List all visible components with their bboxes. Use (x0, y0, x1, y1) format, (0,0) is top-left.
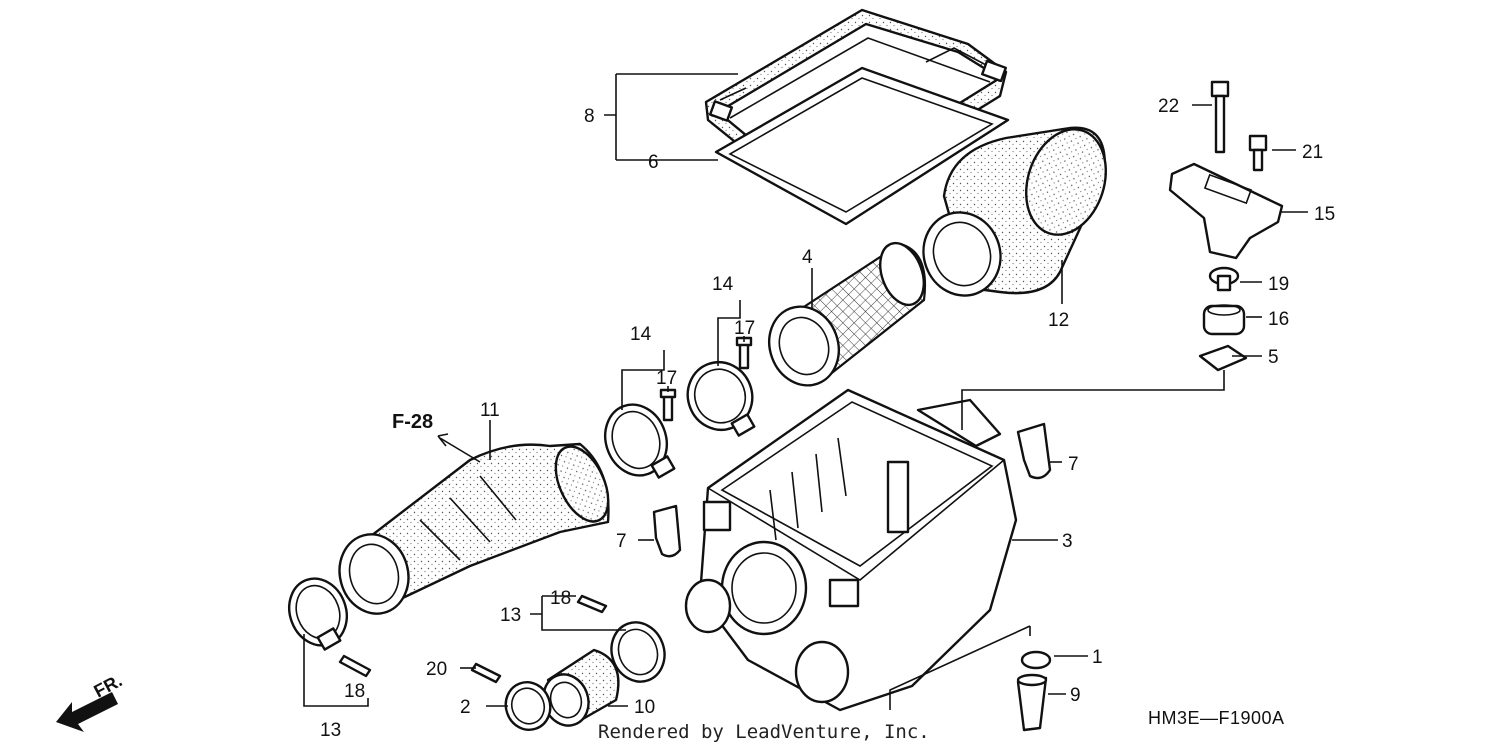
callout-17-upper: 17 (734, 318, 755, 339)
nut-5 (1198, 344, 1248, 372)
reference-arrow (437, 433, 449, 447)
bracket-15 (1168, 162, 1284, 260)
band-13-mid (610, 621, 666, 683)
callout-13-mid: 13 (500, 605, 521, 626)
front-label: FR. (90, 670, 125, 701)
band-13-left (288, 577, 348, 651)
callout-15: 15 (1314, 204, 1335, 225)
screw-17-lower (659, 388, 677, 422)
band-clamp-upper (686, 361, 756, 437)
callout-5: 5 (1268, 347, 1279, 368)
screw-18-mid (576, 594, 608, 614)
leader-lines (303, 73, 1308, 710)
front-arrow-icon (56, 692, 118, 732)
cap-1 (1020, 650, 1052, 670)
credit-line: Rendered by LeadVenture, Inc. (598, 721, 930, 743)
reference-label: F-28 (392, 411, 433, 433)
callout-3: 3 (1062, 531, 1073, 552)
connecting-tube-10 (542, 648, 620, 727)
callout-17-lower: 17 (656, 368, 677, 389)
callout-14-upper: 14 (712, 274, 734, 295)
bolt-20 (470, 662, 502, 684)
drain-plug-9 (1016, 673, 1048, 732)
clip-7-right (1016, 422, 1052, 480)
callout-labels: 8 6 22 21 15 19 16 5 4 12 14 14 17 17 11… (320, 96, 1335, 741)
callout-10: 10 (634, 697, 655, 718)
callout-16: 16 (1268, 309, 1289, 330)
grommet-16 (1202, 304, 1246, 336)
callout-4: 4 (802, 247, 813, 268)
bolt-21 (1248, 134, 1268, 172)
callout-9: 9 (1070, 685, 1081, 706)
collar-19 (1208, 266, 1240, 292)
front-direction-indicator: FR. (56, 670, 125, 732)
band-2 (504, 681, 552, 731)
callout-20: 20 (426, 659, 447, 680)
callout-18-left: 18 (344, 681, 365, 702)
callout-13-left: 13 (320, 720, 341, 741)
clip-7-left (652, 504, 682, 558)
bolt-22 (1210, 80, 1230, 154)
callout-19: 19 (1268, 274, 1289, 295)
callout-11: 11 (480, 400, 500, 421)
screw-18-left (338, 654, 372, 678)
screw-17-upper (735, 336, 753, 370)
callout-21: 21 (1302, 142, 1323, 163)
diagram-code: HM3E—F1900A (1148, 708, 1285, 728)
band-clamp-lower (604, 403, 676, 479)
callout-12: 12 (1048, 310, 1069, 331)
air-cleaner-case (684, 388, 1018, 712)
callout-22: 22 (1158, 96, 1179, 117)
cover-gasket (714, 66, 1010, 226)
callout-8: 8 (584, 106, 595, 127)
callout-7-left: 7 (616, 531, 627, 552)
callout-14-lower: 14 (630, 324, 652, 345)
callout-2: 2 (460, 697, 471, 718)
callout-7-right: 7 (1068, 454, 1079, 475)
callout-18-mid: 18 (550, 588, 571, 609)
callout-1: 1 (1092, 647, 1103, 668)
air-filter-element (922, 126, 1108, 297)
intake-tube (338, 442, 610, 615)
filter-cage (768, 241, 926, 387)
callout-6: 6 (648, 152, 659, 173)
